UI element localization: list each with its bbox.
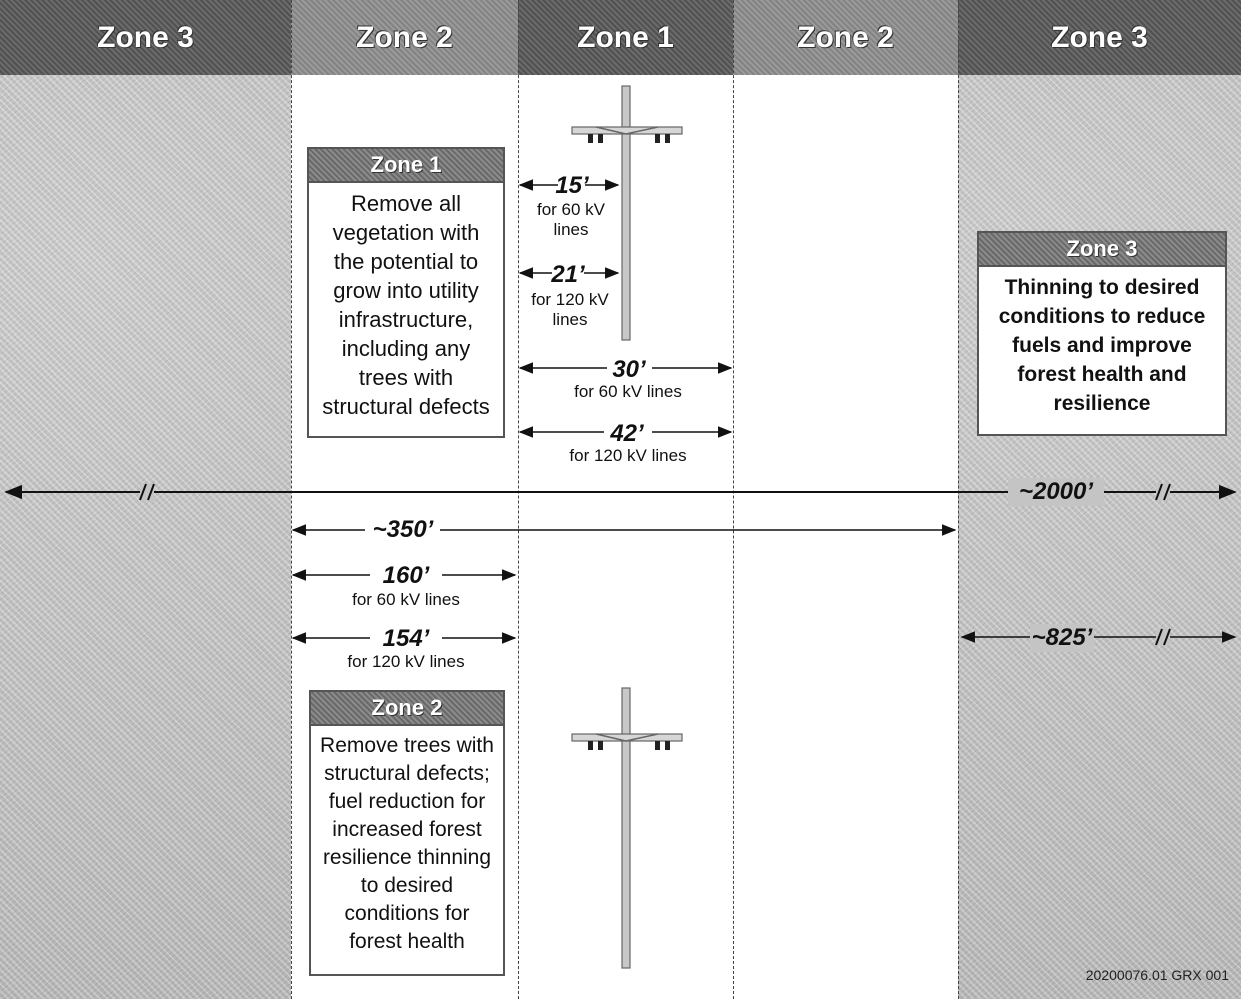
zone3-box-line: forest health and — [1017, 363, 1187, 386]
dimension-15-note: for 60 kV lines — [518, 200, 624, 240]
zone1-box-line: the potential to — [333, 249, 479, 274]
dimension-15-sub: for 60 kV — [536, 200, 606, 219]
zone3-info-box: Zone 3 Thinning to desired conditions to… — [977, 231, 1227, 436]
header-zone1: Zone 1 — [518, 0, 733, 75]
dimension-15-label: 15’ — [548, 172, 596, 200]
dimension-30-sub: for 60 kV lines — [574, 382, 682, 401]
dimension-825-label: ~825’ — [1030, 624, 1094, 652]
scale-break-left-icon — [139, 483, 155, 501]
zone2-box-line: structural defects; — [324, 762, 490, 785]
zone2-box-line: to desired — [360, 874, 454, 897]
zone2-box-line: conditions for — [344, 902, 470, 925]
zone1-box-line: vegetation with — [332, 220, 480, 245]
dimension-2000-value: ~2000’ — [1018, 478, 1094, 505]
zone3-box-line: resilience — [1053, 392, 1151, 415]
dimension-42-note: for 120 kV lines — [540, 446, 716, 466]
zone2-box-body: Remove trees with structural defects; fu… — [311, 726, 503, 962]
figure-id: 20200076.01 GRX 001 — [1085, 967, 1229, 983]
header-zone2-right: Zone 2 — [733, 0, 958, 75]
dimension-30-label: 30’ — [600, 356, 658, 384]
dimension-160-value: 160’ — [382, 562, 430, 589]
dimension-154-value: 154’ — [382, 625, 430, 652]
zone3-box-body: Thinning to desired conditions to reduce… — [979, 267, 1225, 424]
dimension-21-sub: lines — [552, 310, 588, 329]
dimension-15-value: 15’ — [555, 172, 589, 199]
zone1-box-line: grow into utility — [333, 278, 479, 303]
zone1-box-body: Remove all vegetation with the potential… — [309, 183, 503, 427]
zone1-box-line: structural defects — [322, 394, 490, 419]
zone1-box-title: Zone 1 — [309, 149, 503, 183]
zone1-box-line: Remove all — [350, 191, 462, 216]
scale-break-right-icon — [1155, 483, 1171, 501]
zone3-box-line: conditions to reduce — [998, 305, 1206, 328]
header-zone3-right: Zone 3 — [958, 0, 1241, 75]
dimension-160-sub: for 60 kV lines — [352, 590, 460, 609]
header-zone2-left: Zone 2 — [291, 0, 518, 75]
dimension-21-sub: for 120 kV — [531, 290, 609, 309]
zone1-info-box: Zone 1 Remove all vegetation with the po… — [307, 147, 505, 438]
scale-break-825-icon — [1155, 628, 1171, 646]
zone2-box-title: Zone 2 — [311, 692, 503, 726]
dimension-15-sub: lines — [553, 220, 589, 239]
dimension-21-label: 21’ — [544, 261, 592, 289]
zone2-box-line: fuel reduction for — [328, 790, 486, 813]
dimension-160-note: for 60 kV lines — [316, 590, 496, 610]
dimension-21-value: 21’ — [551, 261, 585, 288]
dimension-154-label: 154’ — [370, 625, 442, 653]
zone2-box-line: increased forest — [332, 818, 482, 841]
zone2-info-box: Zone 2 Remove trees with structural defe… — [309, 690, 505, 976]
dimension-30-note: for 60 kV lines — [540, 382, 716, 402]
utility-pole-top-icon — [571, 85, 683, 341]
forest-area-left — [0, 75, 291, 999]
utility-pole-bottom-icon — [571, 687, 683, 969]
dimension-42-value: 42’ — [610, 420, 644, 447]
header-zone3-left: Zone 3 — [0, 0, 291, 75]
zone-boundary-line — [518, 0, 519, 999]
zone-boundary-line — [958, 0, 959, 999]
dimension-2000-label: ~2000’ — [1008, 478, 1104, 506]
zone1-box-line: trees with — [358, 365, 454, 390]
zone2-box-line: forest health — [349, 930, 465, 953]
zone1-box-line: infrastructure, — [338, 307, 474, 332]
zone3-box-line: fuels and improve — [1012, 334, 1192, 357]
zone2-box-line: resilience thinning — [322, 846, 492, 869]
dimension-350-value: ~350’ — [372, 516, 434, 543]
dimension-154-sub: for 120 kV lines — [347, 652, 465, 671]
dimension-160-label: 160’ — [370, 562, 442, 590]
dimension-42-sub: for 120 kV lines — [569, 446, 687, 465]
forest-area-right — [958, 75, 1241, 999]
dimension-30-value: 30’ — [612, 356, 646, 383]
zone-boundary-line — [733, 0, 734, 999]
dimension-154-note: for 120 kV lines — [316, 652, 496, 672]
zone2-box-line: Remove trees with — [320, 734, 494, 757]
zone3-box-line: Thinning to desired — [1004, 276, 1200, 299]
dimension-42-label: 42’ — [598, 420, 656, 448]
dimension-825-value: ~825’ — [1031, 624, 1093, 651]
zone-boundary-line — [291, 0, 292, 999]
zone3-box-title: Zone 3 — [979, 233, 1225, 267]
dimension-21-note: for 120 kV lines — [516, 290, 624, 330]
dimension-350-label: ~350’ — [365, 516, 441, 544]
zone1-box-line: including any — [341, 336, 471, 361]
